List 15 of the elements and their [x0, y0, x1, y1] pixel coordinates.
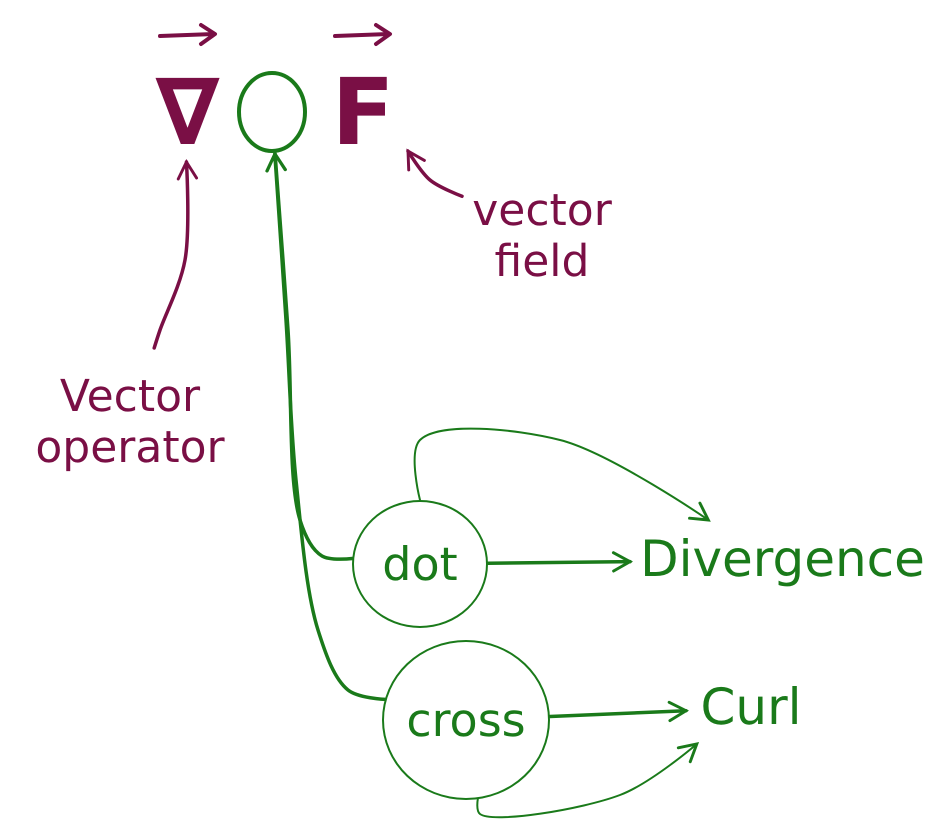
operation-circle: cross: [382, 640, 550, 800]
arrow: [266, 152, 354, 561]
arrow: [152, 160, 198, 350]
nabla-symbol: ∇: [155, 65, 220, 162]
result-label: Curl: [686, 672, 816, 744]
annotation-label: Vector operator: [10, 348, 250, 498]
annotation-label: vector field: [462, 178, 622, 296]
arrow: [414, 428, 710, 522]
arrow: [406, 149, 464, 198]
operation-circle: dot: [352, 500, 488, 628]
result-label: Divergence: [630, 520, 935, 600]
arrow: [486, 551, 632, 572]
vector-symbol: F: [332, 65, 394, 162]
arrow: [548, 700, 688, 722]
arrow: [265, 152, 387, 702]
